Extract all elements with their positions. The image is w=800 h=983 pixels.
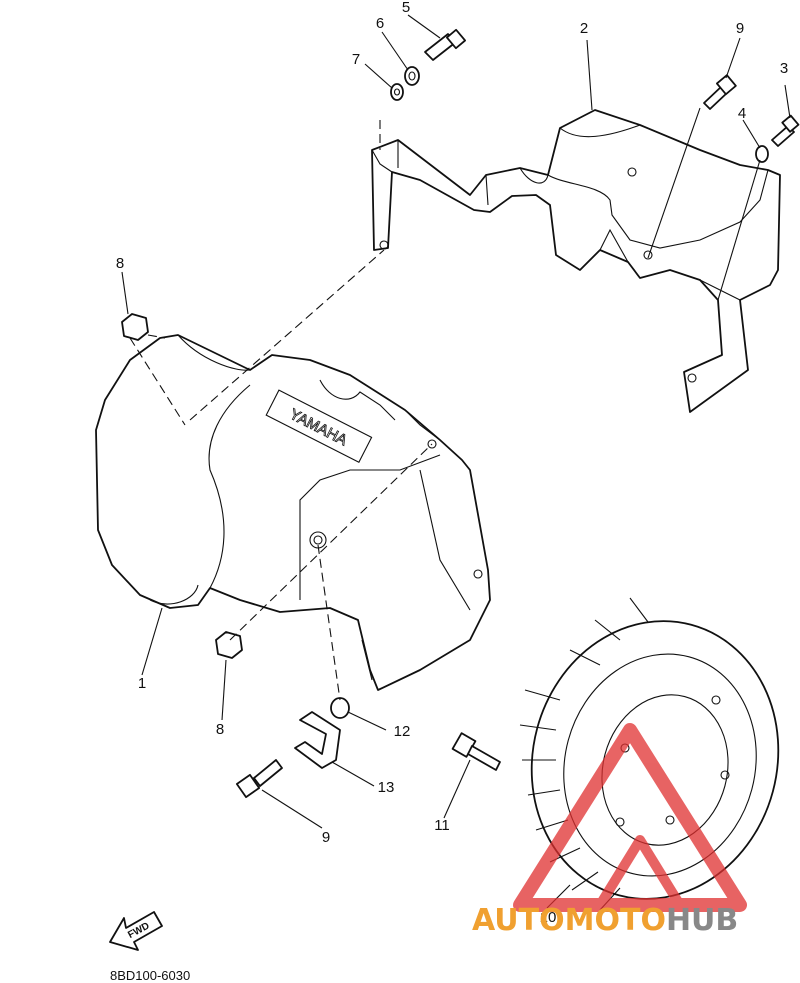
alignment-lines [129,107,761,701]
callout-11: 11 [434,817,450,834]
drawing-code: 8BD100-6030 [110,968,190,983]
triangle-logo-icon [513,723,747,912]
leader-lines [121,14,791,909]
bolt-11 [451,732,501,771]
forward-arrow-icon: FWD [109,911,163,951]
watermark-text-automoto: AUTOMOTO [472,903,666,938]
callout-6: 6 [376,15,384,32]
callout-8-lower: 8 [216,721,224,738]
callout-3: 3 [780,60,788,77]
watermark-text: AUTOMOTOHUB [472,903,738,938]
washer-7 [390,83,404,101]
bolt-9-lower [235,759,283,799]
clip-13 [294,711,341,769]
callout-10: 10 [540,909,557,926]
callout-1: 1 [138,675,146,692]
callout-9-lower: 9 [322,829,330,846]
callout-12: 12 [394,723,411,740]
callout-9-upper: 9 [736,20,744,37]
callout-2: 2 [580,20,588,37]
bolt-9-upper [703,74,737,110]
upper-shroud [371,109,781,413]
washer-4 [755,145,769,163]
fwd-label: FWD [126,921,151,941]
watermark-text-hub: HUB [666,903,738,938]
nut-8-lower [215,631,243,659]
callout-7: 7 [352,51,360,68]
main-cooling-cover: YAMAHA [95,334,491,691]
nut-8-upper [121,313,149,341]
washer-6 [404,66,420,86]
watermark-logo [513,723,747,912]
callout-8-upper: 8 [116,255,124,272]
bolt-3 [771,114,800,147]
callout-5: 5 [402,0,410,16]
yamaha-emblem [265,389,373,464]
grommet-12 [330,697,350,719]
callout-4: 4 [738,105,746,122]
callout-13: 13 [378,779,395,796]
callout-numbers: 1 2 3 4 5 6 7 8 8 9 9 10 11 12 13 [116,0,788,926]
bolt-5 [424,28,466,61]
